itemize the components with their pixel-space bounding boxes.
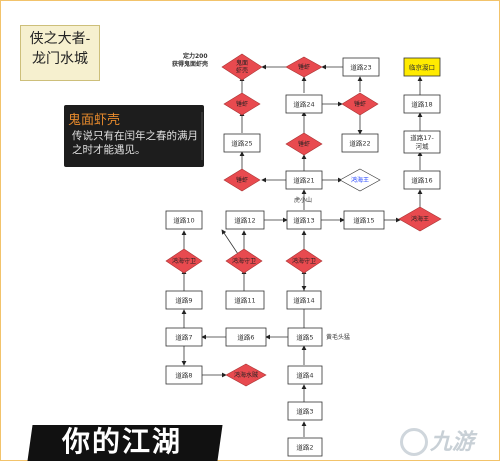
node-road2: 道路2 <box>287 437 323 457</box>
logo-text: 九游 <box>430 430 475 455</box>
diamond-water-bandit: 鸿海水贼 <box>225 363 267 387</box>
svg-text:道路14: 道路14 <box>293 296 314 305</box>
node-road5: 道路5 <box>287 327 323 347</box>
diamond-guimian-shell: 鬼面 虾壳 <box>221 53 263 81</box>
node-road9: 道路9 <box>165 290 203 310</box>
node-road23: 道路23 <box>342 57 380 77</box>
svg-text:道路8: 道路8 <box>175 371 192 380</box>
map-title-line1: 侠之大者- <box>29 30 91 46</box>
svg-text:道路24: 道路24 <box>293 100 314 109</box>
svg-text:道路12: 道路12 <box>234 216 255 225</box>
svg-text:鸿海王: 鸿海王 <box>411 215 429 223</box>
svg-text:鸿海守卫: 鸿海守卫 <box>232 257 256 265</box>
svg-text:锤虾: 锤虾 <box>236 176 248 184</box>
diamond-shrimp-left: 锤虾 <box>223 92 261 116</box>
reward-line1: 定力200 <box>182 52 208 60</box>
svg-text:道路15: 道路15 <box>353 216 374 225</box>
diamond-guimian-line2: 虾壳 <box>236 67 248 75</box>
item-description: 传说只有在闰年之春的满月之时才能遇见。 <box>72 130 198 156</box>
svg-text:道路7: 道路7 <box>175 333 192 342</box>
item-name: 鬼面虾壳 <box>68 113 121 128</box>
node-road16: 道路16 <box>403 170 441 190</box>
diamond-guard-11: 鸿海守卫 <box>225 248 263 274</box>
diamond-shrimp-center: 锤虾 <box>285 132 323 156</box>
svg-text:鸿海王: 鸿海王 <box>351 176 369 184</box>
svg-text:鸿海守卫: 鸿海守卫 <box>292 257 316 265</box>
svg-text:锤虾: 锤虾 <box>298 140 310 148</box>
diamond-guimian-line1: 鬼面 <box>236 59 248 67</box>
svg-text:河城: 河城 <box>416 143 430 151</box>
svg-text:锤虾: 锤虾 <box>236 100 248 108</box>
node-linjing-ferry: 临京渡口 <box>403 57 441 77</box>
svg-text:道路21: 道路21 <box>293 176 314 185</box>
node-road21: 道路21 <box>285 170 323 190</box>
node-road12: 道路12 <box>225 210 265 230</box>
node-road18: 道路18 <box>403 94 441 114</box>
svg-text:道路5: 道路5 <box>296 333 313 342</box>
node-road22: 道路22 <box>341 133 379 153</box>
diamond-guard-9: 鸿海守卫 <box>165 248 203 274</box>
node-road15: 道路15 <box>343 210 385 230</box>
node-road7: 道路7 <box>165 327 203 347</box>
svg-text:道路4: 道路4 <box>296 371 313 380</box>
svg-text:道路2: 道路2 <box>296 443 313 452</box>
card-handle-icon <box>201 112 203 160</box>
node-road3: 道路3 <box>287 401 323 421</box>
diamond-shrimp-right: 锤虾 <box>341 92 379 116</box>
svg-text:道路16: 道路16 <box>411 176 432 185</box>
diamond-guard-14: 鸿海守卫 <box>285 248 323 274</box>
svg-text:道路17-: 道路17- <box>410 133 434 142</box>
svg-text:道路22: 道路22 <box>349 139 370 148</box>
svg-text:道路6: 道路6 <box>237 333 254 342</box>
map-title-line2: 龙门水城 <box>32 50 88 66</box>
svg-text:临京渡口: 临京渡口 <box>409 63 435 72</box>
label-yellow-hair: 黄毛头猛 <box>326 333 350 341</box>
diamond-shrimp-lower: 锤虾 <box>223 168 261 192</box>
svg-text:道路23: 道路23 <box>350 63 371 72</box>
svg-text:道路13: 道路13 <box>293 216 314 225</box>
svg-text:锤虾: 锤虾 <box>298 63 310 71</box>
node-road14: 道路14 <box>286 290 322 310</box>
diamond-haiwang-right: 鸿海王 <box>398 206 442 232</box>
node-road25: 道路25 <box>223 133 261 153</box>
svg-text:道路11: 道路11 <box>234 296 255 305</box>
item-tooltip-card: 鬼面虾壳 传说只有在闰年之春的满月之时才能遇见。 <box>64 105 204 167</box>
diamond-haiwang-blue: 鸿海王 <box>339 168 381 192</box>
diamond-shrimp-top: 锤虾 <box>285 56 323 78</box>
svg-text:道路25: 道路25 <box>231 139 252 148</box>
svg-text:鸿海守卫: 鸿海守卫 <box>172 257 196 265</box>
svg-text:锤虾: 锤虾 <box>354 100 366 108</box>
node-road24: 道路24 <box>285 94 323 114</box>
node-road17: 道路17- 河城 <box>403 130 441 154</box>
svg-text:道路9: 道路9 <box>175 296 192 305</box>
site-logo: 九游 <box>400 428 496 458</box>
svg-text:鸿海水贼: 鸿海水贼 <box>234 371 258 379</box>
svg-text:道路3: 道路3 <box>296 407 313 416</box>
reward-line2: 获得鬼面虾壳 <box>171 60 208 68</box>
node-road11: 道路11 <box>225 290 265 310</box>
node-road6: 道路6 <box>225 327 267 347</box>
svg-text:道路10: 道路10 <box>173 216 194 225</box>
node-road13: 道路13 <box>286 210 322 230</box>
node-road10: 道路10 <box>165 210 203 230</box>
label-tiger-mountain: 虎小山 <box>294 196 312 204</box>
logo-mark-icon <box>400 428 428 456</box>
map-title: 侠之大者- 龙门水城 <box>20 25 100 81</box>
node-road4: 道路4 <box>287 365 323 385</box>
node-road8: 道路8 <box>165 365 203 385</box>
svg-text:道路18: 道路18 <box>411 100 432 109</box>
banner-text: 你的江湖 <box>62 425 183 458</box>
